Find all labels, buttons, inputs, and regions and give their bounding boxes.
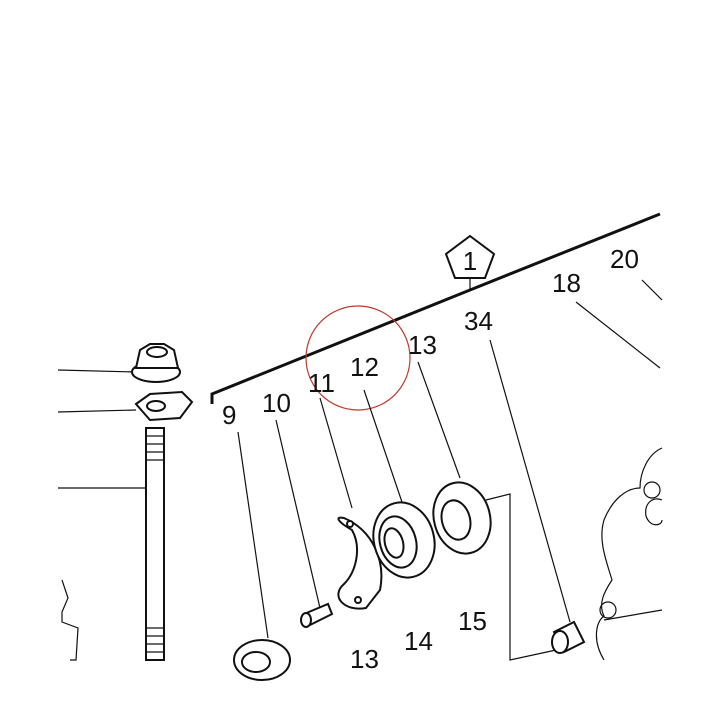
callout-14: 14	[404, 626, 433, 656]
callout-15: 15	[458, 606, 487, 636]
callout-13: 13	[408, 330, 437, 360]
small-screw	[300, 602, 334, 628]
housing-detail	[599, 481, 663, 621]
sleeve-bushing	[551, 620, 586, 654]
threaded-stud	[145, 427, 165, 661]
leader-lines	[57, 279, 663, 661]
lower-bearing-partial	[233, 639, 291, 681]
group-bracket-line	[210, 212, 661, 404]
callout-11: 11	[308, 368, 335, 398]
highlight-circle	[305, 305, 411, 411]
right-housing-casting	[595, 447, 663, 661]
bearing	[372, 501, 436, 579]
flange-nut	[131, 343, 181, 383]
seal-ring	[432, 481, 492, 555]
callout-18: 18	[552, 268, 581, 298]
callout-9: 9	[222, 400, 236, 430]
callout-12: 12	[350, 352, 379, 382]
callout-13-lower: 13	[350, 644, 379, 674]
callout-10: 10	[262, 388, 291, 418]
washer-plate	[134, 390, 194, 422]
callout-34: 34	[464, 306, 493, 336]
group-label: 1	[463, 246, 477, 276]
left-housing-partial	[61, 579, 79, 661]
callout-20: 20	[610, 244, 639, 274]
group-pentagon-marker	[444, 234, 496, 279]
